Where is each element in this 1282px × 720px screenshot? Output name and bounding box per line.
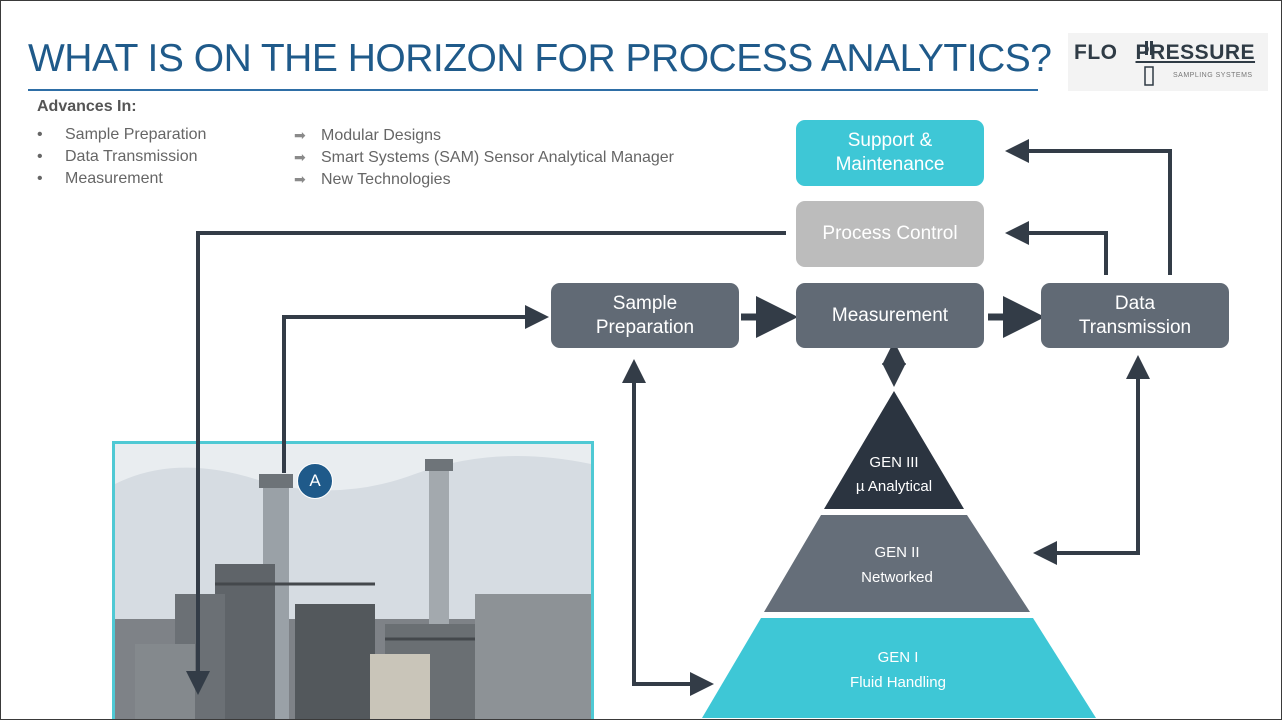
advances-results-list: ➡ Modular Designs ➡ Smart Systems (SAM) Se… (294, 124, 674, 190)
gen1-title: GEN I (878, 649, 919, 666)
data-transmission-label: Data Transmission (1078, 292, 1192, 338)
result-label: Modular Designs (321, 127, 442, 144)
gen2-subtitle: Networked (861, 569, 933, 586)
logo-subtext: SAMPLING SYSTEMS (1173, 72, 1253, 79)
data-transmission-box: Data Transmission (1041, 283, 1229, 348)
sample-gen1-arrow (622, 359, 714, 696)
result-label: New Technologies (321, 171, 451, 188)
list-item: Data Transmission (37, 146, 206, 168)
gen3-subtitle: µ Analytical (856, 478, 932, 495)
gen1-subtitle: Fluid Handling (850, 674, 946, 691)
measurement-label: Measurement (831, 304, 949, 326)
logo-text-right: PRESSURE (1135, 41, 1256, 64)
logo-wordmark: FLO PRESSURE (1074, 41, 1255, 65)
logo-text-left: FLO (1074, 41, 1118, 64)
right-arrow-icon: ➡ (294, 171, 306, 187)
list-item: ➡ New Technologies (294, 168, 674, 190)
data-gen2-arrow (1033, 355, 1150, 565)
pyramid-gen1 (702, 618, 1096, 718)
sample-preparation-label: Sample Preparation (595, 292, 695, 338)
title-underline (28, 89, 1038, 91)
plant-marker-badge: A (297, 463, 333, 499)
process-control-label: Process Control (822, 223, 958, 244)
pyramid-gen2 (764, 515, 1030, 612)
list-item: Measurement (37, 168, 206, 190)
result-label: Smart Systems (SAM) Sensor Analytical Ma… (321, 149, 675, 166)
plant-to-sample-arrow (282, 305, 549, 473)
pyramid-gen3 (824, 391, 964, 509)
right-arrow-icon: ➡ (294, 127, 306, 143)
gen2-title: GEN II (874, 544, 919, 561)
company-logo: FLO PRESSURE SAMPLING SYSTEMS (1068, 33, 1268, 91)
data-to-support-arrow (1005, 139, 1172, 275)
list-item: Sample Preparation (37, 124, 206, 146)
list-item: ➡ Smart Systems (SAM) Sensor Analytical M… (294, 146, 674, 168)
support-maintenance-box: Support & Maintenance (796, 120, 984, 186)
sample-preparation-box: Sample Preparation (551, 283, 739, 348)
measurement-box: Measurement (796, 283, 984, 348)
list-item: ➡ Modular Designs (294, 124, 674, 146)
slide-title: WHAT IS ON THE HORIZON FOR PROCESS ANALY… (28, 37, 1052, 80)
support-maintenance-label: Support & Maintenance (835, 130, 945, 175)
process-control-box: Process Control (796, 201, 984, 267)
advances-heading: Advances In: (37, 98, 137, 115)
data-to-control-arrow (1005, 221, 1108, 275)
control-to-plant-arrow (186, 231, 786, 695)
logo-mark-icon (1144, 41, 1154, 86)
advances-areas-list: Sample Preparation Data Transmission Mea… (37, 124, 206, 190)
gen3-title: GEN III (869, 454, 918, 471)
right-arrow-icon: ➡ (294, 149, 306, 165)
